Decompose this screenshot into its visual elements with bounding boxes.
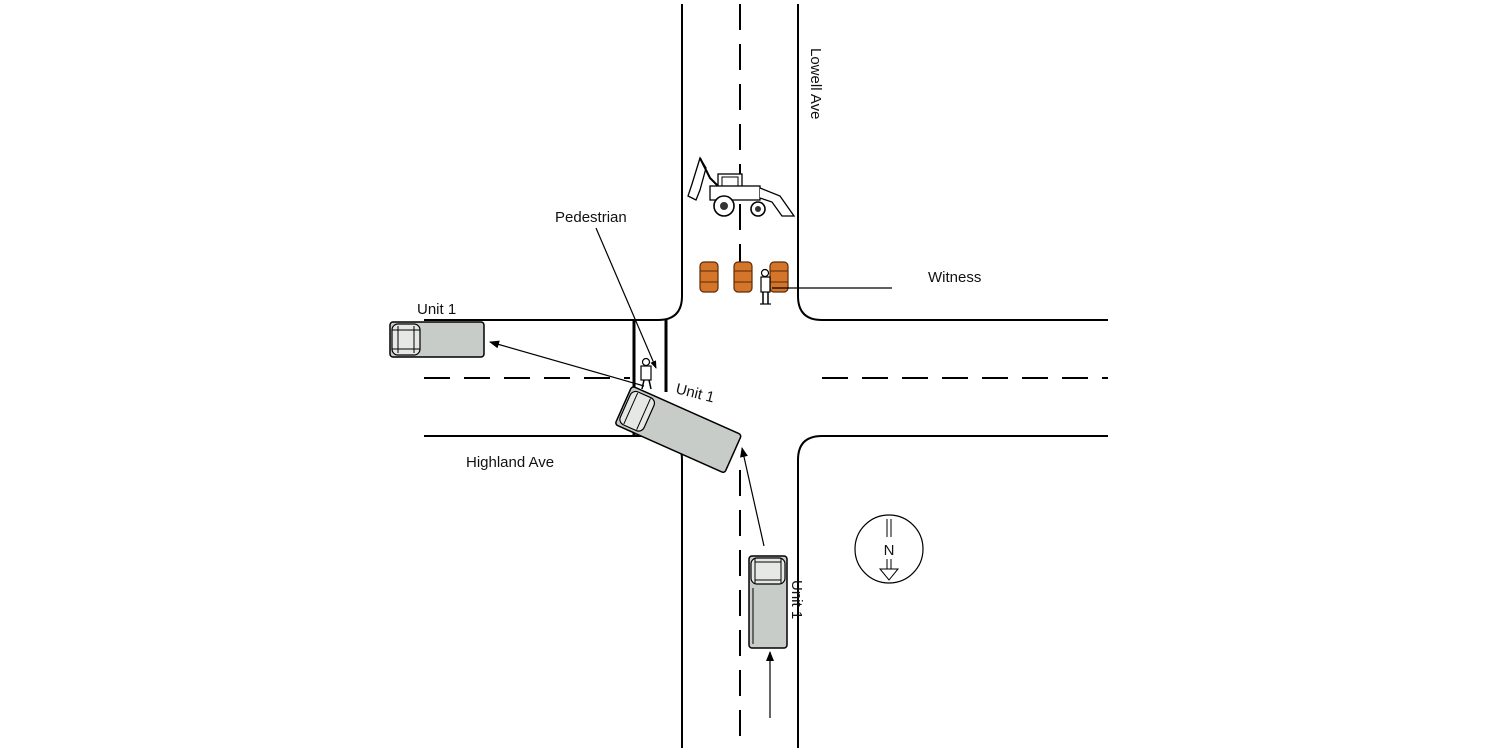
vehicle-icon [389, 321, 485, 358]
vehicle-icon [615, 386, 742, 473]
compass-letter: N [884, 542, 895, 559]
vehicle-icon [748, 555, 788, 649]
lowell-east-edge-south [797, 435, 1108, 748]
north-arrow-icon [854, 514, 924, 584]
lowell-west-edge-north [424, 4, 683, 321]
unit-south-label: Unit 1 [788, 580, 805, 619]
lowell-west-edge-south [424, 435, 683, 748]
barrel-icon [733, 261, 753, 293]
lowell-east-edge-north [797, 4, 1108, 321]
barrels [699, 261, 789, 293]
unit-center-label: Unit 1 [674, 380, 716, 406]
path-arrow-west [489, 340, 645, 387]
pedestrian-icon [640, 357, 652, 390]
backhoe-icon [687, 156, 796, 217]
unit-west-label: Unit 1 [417, 301, 456, 318]
witness-label: Witness [928, 269, 981, 286]
lowell-ave-label: Lowell Ave [807, 48, 824, 119]
pedestrian-label: Pedestrian [555, 209, 627, 226]
barrel-icon [699, 261, 719, 293]
highland-ave-label: Highland Ave [466, 454, 554, 471]
path-arrow-north [740, 447, 765, 547]
center-lines [424, 4, 1108, 748]
witness-icon [760, 268, 771, 305]
pedestrian-pointer [595, 227, 657, 369]
